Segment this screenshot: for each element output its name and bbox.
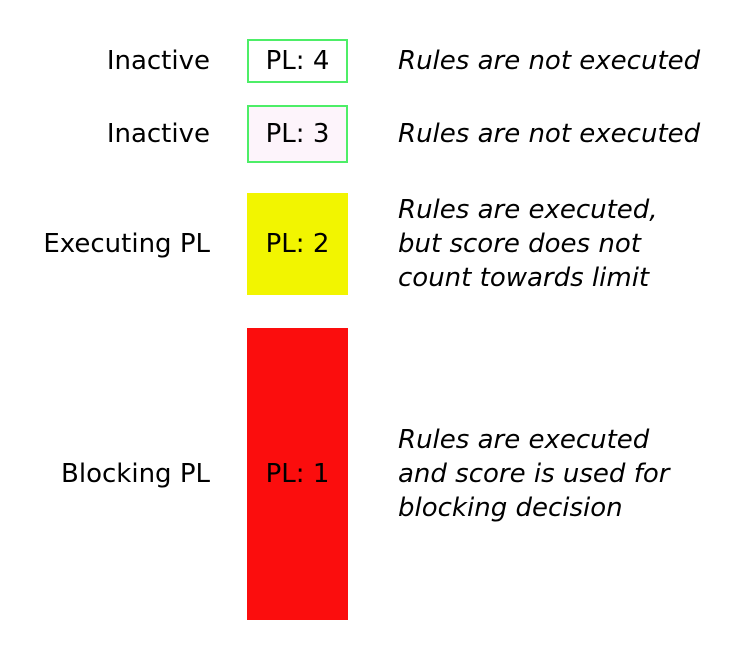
policy-row-pl2: Executing PL PL: 2 Rules are executed, b… [0, 193, 743, 295]
pl2-box: PL: 2 [247, 193, 348, 295]
pl4-box-text: PL: 4 [265, 46, 330, 76]
pl3-box-text: PL: 3 [265, 119, 330, 149]
pl2-box-text: PL: 2 [265, 229, 330, 259]
pl4-description: Rules are not executed [398, 46, 701, 76]
policy-row-pl4: Inactive PL: 4 Rules are not executed [0, 39, 743, 83]
policy-row-pl3: Inactive PL: 3 Rules are not executed [0, 105, 743, 163]
pl2-label: Executing PL [43, 228, 210, 259]
pl1-box-text: PL: 1 [265, 459, 330, 489]
pl3-box: PL: 3 [247, 105, 348, 163]
pl1-description: Rules are executed and score is used for… [398, 425, 670, 523]
policy-row-pl1: Blocking PL PL: 1 Rules are executed and… [0, 328, 743, 620]
pl3-description: Rules are not executed [398, 119, 701, 149]
pl1-box: PL: 1 [247, 328, 348, 620]
pl2-description: Rules are executed, but score does not c… [398, 195, 658, 293]
policy-levels-diagram: Inactive PL: 4 Rules are not executed In… [0, 39, 743, 620]
pl4-label: Inactive [106, 45, 210, 76]
pl3-label: Inactive [106, 118, 210, 149]
pl1-label: Blocking PL [61, 458, 210, 489]
pl4-box: PL: 4 [247, 39, 348, 83]
